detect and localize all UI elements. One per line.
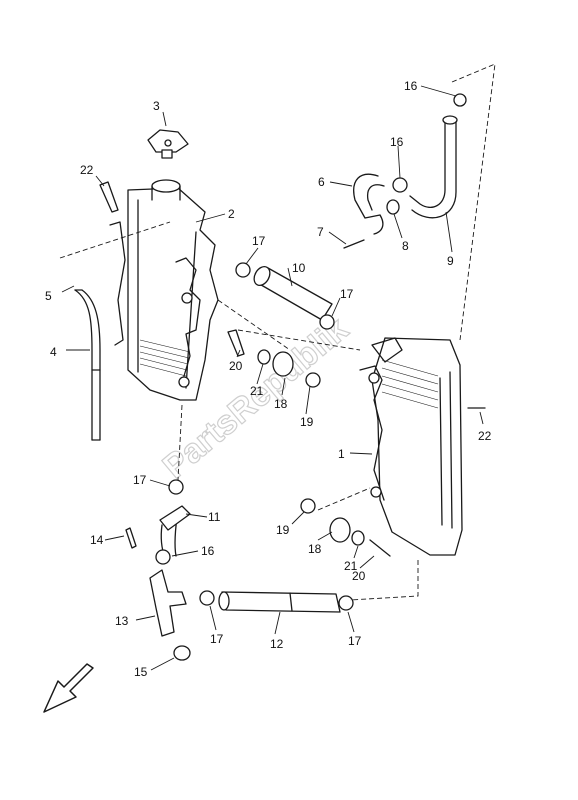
- callout-1: 1: [338, 447, 345, 461]
- callout-15: 15: [134, 665, 148, 679]
- assembly-lines: [59, 63, 496, 601]
- hose-11: [159, 505, 191, 559]
- callout-19: 19: [300, 415, 314, 429]
- callout-13: 13: [115, 614, 129, 628]
- right-radiator: [359, 337, 463, 556]
- callout-10: 10: [292, 261, 306, 275]
- filler-neck: [151, 179, 181, 201]
- callout-8: 8: [402, 239, 409, 253]
- callout-16: 16: [201, 544, 215, 558]
- callout-17: 17: [133, 473, 147, 487]
- radiator-cap: [147, 129, 189, 159]
- callout-3: 3: [153, 99, 160, 113]
- hose-6: [353, 173, 385, 235]
- joint-13: [149, 569, 187, 637]
- callout-20: 20: [352, 569, 366, 583]
- callout-20: 20: [229, 359, 243, 373]
- callout-22: 22: [80, 163, 94, 177]
- front-direction-arrow-icon: [43, 663, 94, 713]
- callout-19: 19: [276, 523, 290, 537]
- callout-12: 12: [270, 637, 284, 651]
- callout-5: 5: [45, 289, 52, 303]
- leader-lines: [61, 85, 484, 671]
- hose-9: [409, 115, 458, 219]
- callout-4: 4: [50, 345, 57, 359]
- callout-17: 17: [210, 632, 224, 646]
- clamps: [155, 93, 467, 611]
- callout-18: 18: [308, 542, 322, 556]
- callout-7: 7: [317, 225, 324, 239]
- callout-2: 2: [228, 207, 235, 221]
- callout-16: 16: [404, 79, 418, 93]
- left-radiator: [109, 187, 219, 401]
- callout-18: 18: [274, 397, 288, 411]
- callout-21: 21: [344, 559, 358, 573]
- callout-22: 22: [478, 429, 492, 443]
- callout-17: 17: [348, 634, 362, 648]
- callout-11: 11: [208, 510, 221, 524]
- bolts: [99, 181, 486, 557]
- overflow-hose: [74, 289, 101, 441]
- callout-9: 9: [447, 254, 454, 268]
- grommets-collars: [173, 199, 400, 661]
- callout-14: 14: [90, 533, 104, 547]
- callout-6: 6: [318, 175, 325, 189]
- callout-17: 17: [340, 287, 354, 301]
- callout-17: 17: [252, 234, 266, 248]
- joint-pipe-upper: [253, 266, 333, 321]
- joint-pipe-lower: [218, 591, 341, 613]
- callout-labels: 3 22 2 5 4 16 16 6 7 8 9 17 10 17 20 21 …: [45, 79, 492, 679]
- callout-16: 16: [390, 135, 404, 149]
- callout-21: 21: [250, 384, 264, 398]
